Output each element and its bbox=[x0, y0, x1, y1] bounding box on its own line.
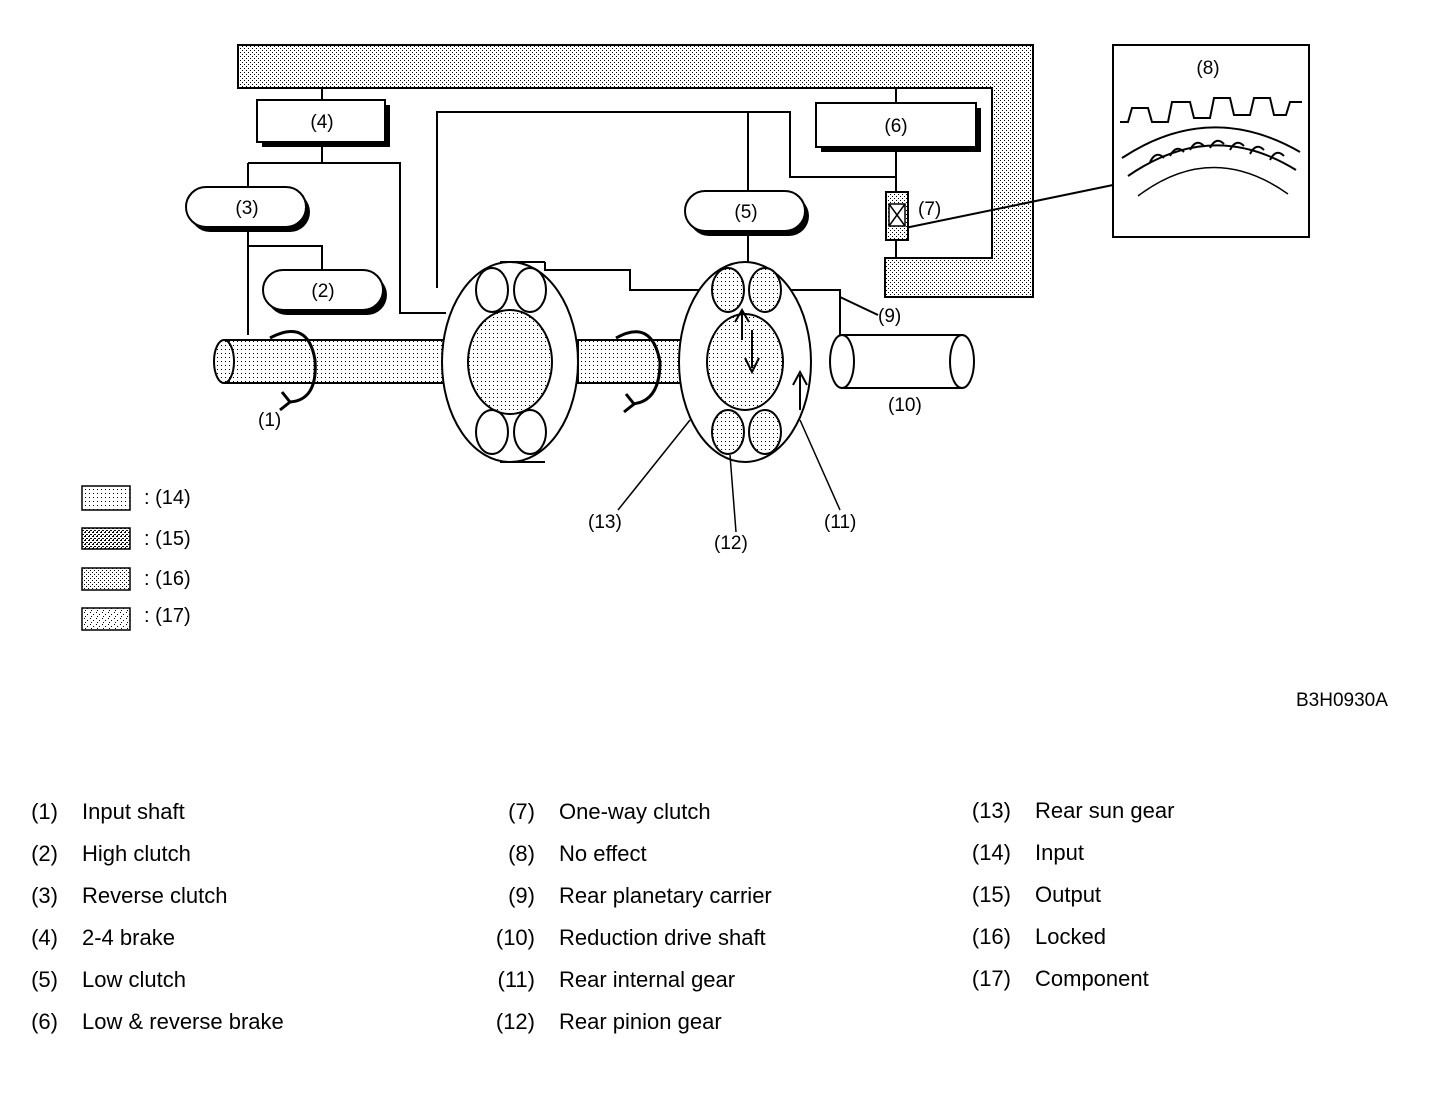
rotation-arrow-icon bbox=[744, 330, 760, 375]
key-text: Rear sun gear bbox=[1035, 798, 1175, 823]
legend-label: : (14) bbox=[144, 487, 191, 509]
2-4-brake: (4) bbox=[256, 99, 390, 147]
key-text: Rear internal gear bbox=[559, 967, 736, 992]
key-item: (3) Reverse clutch bbox=[6, 883, 228, 908]
callout-7: (7) bbox=[918, 199, 941, 220]
one-way-clutch: (7) bbox=[885, 191, 941, 241]
key-text: Rear planetary carrier bbox=[559, 883, 772, 908]
legend-label: : (16) bbox=[144, 568, 191, 590]
key-item: (17) Component bbox=[959, 968, 1149, 990]
one-way-clutch-detail-inset: (8) bbox=[1112, 44, 1310, 238]
key-item: (1) Input shaft bbox=[6, 801, 185, 823]
reduction-drive-shaft: (10) bbox=[829, 334, 975, 416]
callout-2: (2) bbox=[311, 281, 334, 302]
callout-4: (4) bbox=[310, 112, 333, 133]
rear-planetary-gear-set bbox=[678, 261, 812, 463]
key-number: (14) bbox=[971, 840, 1011, 865]
legend: : (14) : (15) : (16) : (17) bbox=[81, 485, 191, 631]
legend-swatch-component bbox=[81, 607, 131, 631]
key-item: (12) Rear pinion gear bbox=[483, 1011, 722, 1033]
legend-swatch-output bbox=[81, 527, 131, 550]
key-item: (8) No effect bbox=[483, 843, 647, 865]
legend-swatch-input bbox=[81, 485, 131, 511]
key-item: (13) Rear sun gear bbox=[959, 798, 1175, 823]
input-shaft: (1) bbox=[213, 330, 459, 431]
low-reverse-brake: (6) bbox=[815, 102, 981, 152]
low-clutch: (5) bbox=[684, 190, 809, 236]
key-number: (11) bbox=[497, 967, 536, 992]
key-number: (16) bbox=[971, 924, 1011, 949]
callout-leaders bbox=[617, 419, 841, 533]
key-item: (7) One-way clutch bbox=[483, 801, 711, 823]
key-number: (9) bbox=[508, 883, 535, 908]
key-text: Rear pinion gear bbox=[559, 1009, 722, 1034]
reverse-clutch: (3) bbox=[185, 186, 310, 232]
key-item: (6) Low & reverse brake bbox=[6, 1011, 284, 1033]
key-item: (4) 2-4 brake bbox=[6, 927, 175, 949]
key-item: (2) High clutch bbox=[6, 843, 191, 865]
legend-label: : (15) bbox=[144, 528, 191, 550]
key-text: 2-4 brake bbox=[82, 925, 175, 950]
callout-1: (1) bbox=[258, 410, 281, 431]
key-text: Input shaft bbox=[82, 799, 185, 824]
legend-label: : (17) bbox=[144, 605, 191, 627]
key-item: (15) Output bbox=[959, 884, 1101, 906]
callout-10: (10) bbox=[888, 395, 922, 416]
key-number: (3) bbox=[31, 883, 58, 908]
rotation-arrow-icon bbox=[792, 369, 808, 410]
connection-lines bbox=[247, 88, 1114, 335]
key-text: Locked bbox=[1035, 924, 1106, 949]
key-text: No effect bbox=[559, 841, 647, 866]
legend-swatch-locked bbox=[81, 567, 131, 591]
key-item: (10) Reduction drive shaft bbox=[483, 927, 766, 949]
key-number: (15) bbox=[971, 882, 1011, 907]
key-text: Reduction drive shaft bbox=[559, 925, 766, 950]
key-item: (5) Low clutch bbox=[6, 969, 186, 991]
rotation-arrow-icon bbox=[734, 308, 750, 340]
callout-13: (13) bbox=[588, 512, 622, 533]
key-text: High clutch bbox=[82, 841, 191, 866]
callout-3: (3) bbox=[235, 198, 258, 219]
callout-9: (9) bbox=[878, 306, 901, 327]
key-number: (13) bbox=[971, 798, 1011, 823]
key-number: (12) bbox=[495, 1009, 535, 1034]
key-item: (9) Rear planetary carrier bbox=[483, 885, 772, 907]
key-item: (11) Rear internal gear bbox=[483, 967, 736, 992]
high-clutch: (2) bbox=[262, 269, 387, 315]
key-number: (1) bbox=[31, 799, 58, 824]
callout-12: (12) bbox=[714, 533, 748, 554]
key-text: Low clutch bbox=[82, 967, 186, 992]
callout-11: (11) bbox=[824, 512, 856, 533]
key-number: (17) bbox=[971, 966, 1011, 991]
key-number: (2) bbox=[31, 841, 58, 866]
transmission-case bbox=[237, 44, 1034, 298]
figure-code: B3H0930A bbox=[1296, 690, 1388, 711]
key-number: (4) bbox=[31, 925, 58, 950]
key-text: Low & reverse brake bbox=[82, 1009, 284, 1034]
key-item: (14) Input bbox=[959, 842, 1084, 864]
key-text: Reverse clutch bbox=[82, 883, 228, 908]
key-number: (6) bbox=[31, 1009, 58, 1034]
key-number: (7) bbox=[508, 799, 535, 824]
key-text: Input bbox=[1035, 840, 1084, 865]
callout-5: (5) bbox=[734, 202, 757, 223]
callout-6: (6) bbox=[884, 116, 907, 137]
key-text: One-way clutch bbox=[559, 799, 711, 824]
key-text: Output bbox=[1035, 882, 1102, 907]
key-text: Component bbox=[1035, 966, 1149, 991]
key-number: (5) bbox=[31, 967, 58, 992]
key-number: (8) bbox=[508, 841, 535, 866]
key-item: (16) Locked bbox=[959, 926, 1106, 948]
callout-8: (8) bbox=[1196, 58, 1219, 79]
key-number: (10) bbox=[495, 925, 535, 950]
front-planetary-gear-set bbox=[441, 261, 579, 463]
